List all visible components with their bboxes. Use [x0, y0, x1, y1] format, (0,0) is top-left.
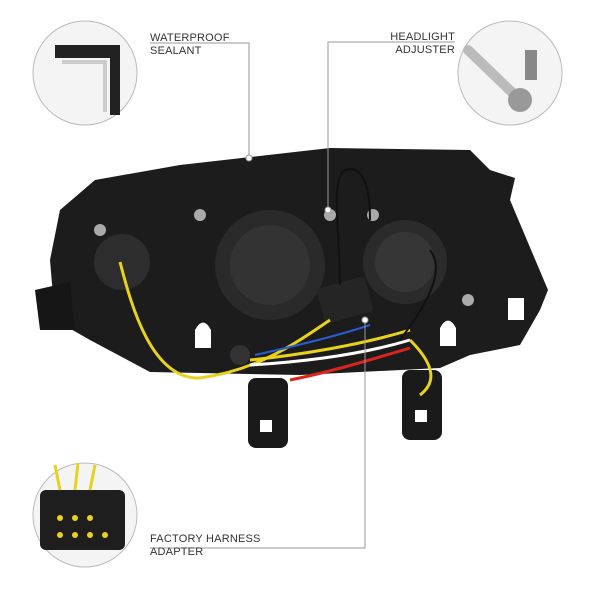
headlight-adjuster-label: HEADLIGHT ADJUSTER — [390, 31, 455, 57]
waterproof-sealant-label: WATERPROOF SEALANT — [150, 32, 230, 58]
label-line: FACTORY HARNESS — [150, 533, 261, 545]
label-line: ADAPTER — [150, 546, 204, 558]
label-line: SEALANT — [150, 45, 202, 57]
harness-connector — [317, 277, 373, 323]
label-line: WATERPROOF — [150, 32, 230, 44]
sealant-detail-image — [32, 20, 138, 126]
factory-harness-adapter-label: FACTORY HARNESS ADAPTER — [150, 533, 261, 559]
adjuster-leader-line — [327, 41, 455, 210]
adjuster-detail-image — [457, 20, 563, 126]
harness-adapter-detail-image — [32, 462, 138, 568]
label-line: ADJUSTER — [395, 44, 455, 56]
waterproof-leader-line — [150, 42, 250, 158]
label-line: HEADLIGHT — [390, 31, 455, 43]
harness-leader-line — [150, 320, 366, 549]
